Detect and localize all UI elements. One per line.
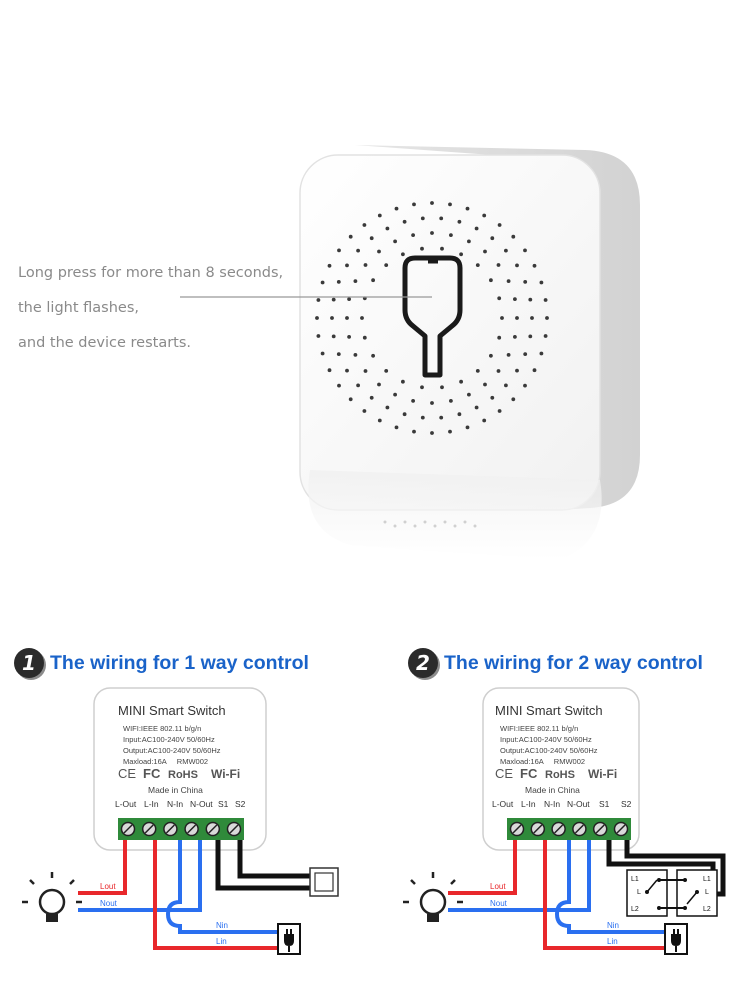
switch2-label-l: L (705, 889, 709, 896)
callout-line-1: Long press for more than 8 seconds, (18, 265, 284, 281)
module-title: MINI Smart Switch (118, 703, 226, 718)
device-illustration (180, 145, 640, 560)
module-spec-1: WIFI:IEEE 802.11 b/g/n (123, 724, 201, 733)
mark-fc: FC (143, 766, 161, 781)
power-plug-icon (664, 923, 688, 955)
switch-module: MINI Smart Switch WIFI:IEEE 802.11 b/g/n… (93, 687, 267, 851)
wiring-diagram-2way: MINI Smart Switch WIFI:IEEE 802.11 b/g/n… (403, 687, 726, 955)
switch1-label-l: L (637, 889, 641, 896)
reset-instruction-callout: Long press for more than 8 seconds, the … (18, 256, 283, 361)
wire-label-lin: Lin (216, 937, 227, 946)
terminal-label-s2: S2 (235, 799, 246, 809)
section-heading-2: The wiring for 2 way control (444, 651, 703, 674)
module-spec-2: Input:AC100-240V 50/60Hz (123, 735, 215, 744)
terminal-label-nout: N-Out (567, 799, 590, 809)
terminal-label-s2: S2 (621, 799, 632, 809)
module-spec-1: WIFI:IEEE 802.11 b/g/n (500, 724, 578, 733)
step-badge-2: 2 (408, 648, 438, 678)
wall-switch-icon (309, 867, 339, 897)
module-title: MINI Smart Switch (495, 703, 603, 718)
section-heading-1: The wiring for 1 way control (50, 651, 309, 674)
module-spec-4: Maxload:16A RMW002 (500, 757, 585, 766)
terminal-label-s1: S1 (599, 799, 610, 809)
module-origin: Made in China (148, 785, 203, 795)
wire-label-lin: Lin (607, 937, 618, 946)
terminal-label-nin: N-In (167, 799, 183, 809)
mark-rohs: RoHS (168, 769, 198, 781)
vent-holes (315, 201, 549, 435)
mark-ce: CE (495, 766, 513, 781)
wire-label-nin: Nin (607, 921, 619, 930)
wire-label-nin: Nin (216, 921, 228, 930)
callout-line-2: the light flashes, (18, 300, 139, 316)
module-spec-3: Output:AC100-240V 50/60Hz (123, 746, 221, 755)
step-badge-1: 1 (14, 648, 44, 678)
switch2-label-l2: L2 (703, 906, 711, 913)
switch-module: MINI Smart Switch WIFI:IEEE 802.11 b/g/n… (482, 687, 640, 851)
mark-ce: CE (118, 766, 136, 781)
mark-fc: FC (520, 766, 538, 781)
mark-wifi: Wi-Fi (588, 767, 617, 781)
switch1-label-l1: L1 (631, 876, 639, 883)
reset-button-icon (402, 255, 463, 378)
light-bulb-icon (403, 872, 463, 922)
switch1-label-l2: L2 (631, 906, 639, 913)
wire-label-lout: Lout (100, 882, 116, 891)
power-plug-icon (277, 923, 301, 955)
two-way-switch-1: L1 L L2 (626, 869, 668, 917)
terminal-label-nout: N-Out (190, 799, 213, 809)
terminal-label-s1: S1 (218, 799, 229, 809)
device-reflection (308, 470, 602, 560)
terminal-label-lin: L-In (144, 799, 159, 809)
wiring-diagram-1way: MINI Smart Switch WIFI:IEEE 802.11 b/g/n… (22, 687, 339, 955)
mark-rohs: RoHS (545, 769, 575, 781)
wire-label-lout: Lout (490, 882, 506, 891)
two-way-switch-2: L1 L L2 (676, 869, 718, 917)
callout-line-3: and the device restarts. (18, 335, 192, 351)
module-spec-3: Output:AC100-240V 50/60Hz (500, 746, 598, 755)
wire-label-nout: Nout (490, 899, 508, 908)
device-face (299, 154, 601, 511)
module-spec-2: Input:AC100-240V 50/60Hz (500, 735, 592, 744)
module-origin: Made in China (525, 785, 580, 795)
wire-label-nout: Nout (100, 899, 118, 908)
terminal-label-lin: L-In (521, 799, 536, 809)
terminal-label-lout: L-Out (492, 799, 514, 809)
section-title-1way: 1 The wiring for 1 way control (14, 648, 309, 678)
terminal-label-lout: L-Out (115, 799, 137, 809)
terminal-label-nin: N-In (544, 799, 560, 809)
mark-wifi: Wi-Fi (211, 767, 240, 781)
module-spec-4: Maxload:16A RMW002 (123, 757, 208, 766)
light-bulb-icon (22, 872, 82, 922)
switch2-label-l1: L1 (703, 876, 711, 883)
section-title-2way: 2 The wiring for 2 way control (408, 648, 703, 678)
